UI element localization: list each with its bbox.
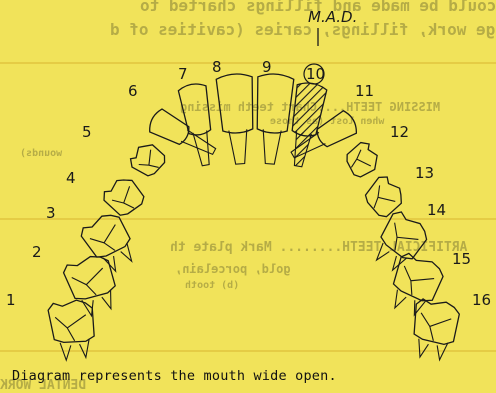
tooth-number-5: 5 [82,123,92,141]
tooth-number-7: 7 [178,65,188,83]
diagram-caption: Diagram represents the mouth wide open. [12,368,492,384]
tooth-number-15: 15 [452,250,471,268]
tooth-9 [252,73,294,165]
tooth-1 [47,298,99,362]
mad-annotation: M.A.D. [308,8,357,26]
teeth-layer [47,73,460,362]
tooth-14 [368,209,432,277]
tooth-number-2: 2 [32,243,42,261]
tooth-5 [127,139,169,181]
tooth-number-3: 3 [46,204,56,222]
tooth-number-9: 9 [262,58,272,76]
tooth-13 [360,173,408,221]
tooth-number-1: 1 [6,291,16,309]
tooth-8 [216,73,258,165]
tooth-7 [178,82,220,168]
tooth-number-13: 13 [415,164,434,182]
tooth-number-16: 16 [472,291,491,309]
tooth-number-8: 8 [212,58,222,76]
tooth-number-11: 11 [355,82,374,100]
tooth-number-6: 6 [128,82,138,100]
tooth-16 [409,298,461,362]
tooth-10 [283,81,327,169]
tooth-4 [100,173,148,221]
tooth-number-14: 14 [427,201,446,219]
tooth-number-4: 4 [66,169,76,187]
tooth-12 [341,139,383,181]
tooth-number-12: 12 [390,123,409,141]
